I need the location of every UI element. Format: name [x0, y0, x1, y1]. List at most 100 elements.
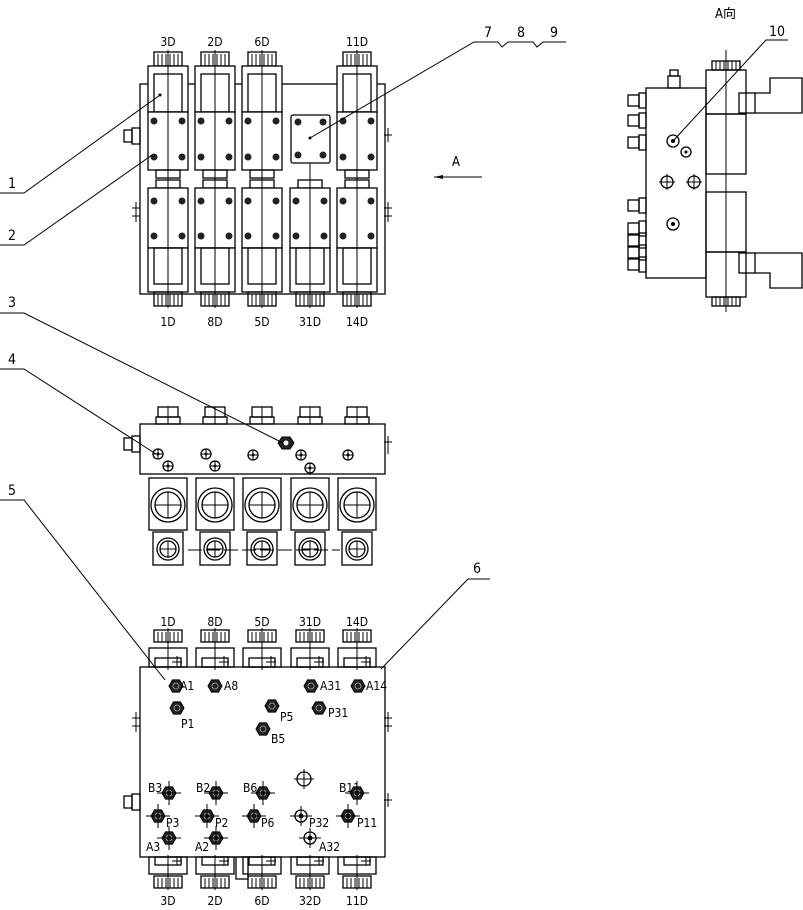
port-p3: P3	[146, 804, 179, 830]
plug-screw	[304, 462, 316, 474]
side-fitting-right	[384, 128, 392, 142]
plug-screw	[295, 449, 307, 461]
valve-station-front	[195, 406, 235, 566]
port-label: P2	[215, 816, 228, 830]
port-label: P6	[261, 816, 275, 830]
port-label: B3	[148, 781, 162, 795]
port-a8: A8	[207, 679, 238, 693]
side-fitting-right-bottom2	[384, 793, 392, 807]
port-label: P1	[181, 717, 194, 731]
view-arrow-a: A	[434, 155, 482, 179]
solenoid-label: 14D	[346, 615, 368, 629]
callout-3: 3	[8, 295, 16, 311]
port-p1: P1	[169, 701, 194, 731]
valve-station-top	[336, 50, 378, 308]
valve-station-front	[242, 406, 282, 566]
view-a-ports	[659, 134, 702, 231]
callout-9: 9	[550, 25, 558, 41]
port-label: P5	[280, 710, 293, 724]
port-label: A2	[195, 840, 209, 854]
port-label: P31	[328, 706, 348, 720]
side-fitting	[627, 256, 647, 273]
solenoid-label: 2D	[207, 35, 222, 49]
port-label: B6	[243, 781, 257, 795]
hex-plug	[277, 436, 295, 450]
connector-top	[337, 628, 377, 670]
port-label: A3	[146, 840, 160, 854]
port-label: A31	[320, 679, 341, 693]
connector-bottom	[290, 855, 330, 890]
port-label: P32	[309, 816, 329, 830]
port-label: A1	[180, 679, 194, 693]
connector-top	[242, 628, 282, 670]
side-fitting	[627, 220, 647, 237]
solenoid-label: 5D	[254, 615, 269, 629]
port-a3: A3	[146, 826, 181, 854]
view-a-body	[645, 87, 707, 279]
port-label: P3	[166, 816, 179, 830]
valve-station-front	[148, 406, 188, 566]
callout-6: 6	[473, 561, 481, 577]
port-label: P11	[357, 816, 377, 830]
port-p2: P2	[195, 804, 228, 830]
solenoid-label: 11D	[346, 894, 368, 908]
ring-port	[294, 769, 314, 789]
manifold-body-front	[139, 423, 386, 475]
solenoid-label: 2D	[207, 894, 222, 908]
solenoid-label: 5D	[254, 315, 269, 329]
port-p31: P31	[311, 701, 348, 720]
view-a-label: A向	[715, 6, 736, 22]
port-label: B5	[271, 732, 285, 746]
valve-station-front	[290, 406, 330, 566]
port-p32: P32	[290, 806, 329, 830]
valve-station-front	[337, 406, 377, 566]
solenoid-label: 8D	[207, 315, 222, 329]
solenoid-label: 14D	[346, 315, 368, 329]
callout-7: 7	[484, 25, 492, 41]
port-label: A32	[319, 840, 340, 854]
side-fitting-left-bottom	[132, 712, 140, 732]
solenoid-label: 31D	[299, 615, 321, 629]
port-a32: A32	[299, 828, 340, 854]
port-p11: P11	[336, 804, 377, 830]
port-b5: B5	[255, 722, 285, 746]
plug-screw	[162, 460, 174, 472]
plug-screw	[152, 448, 164, 460]
view-a-valve-bottom	[705, 191, 803, 307]
plug-screw	[209, 460, 221, 472]
solenoid-label: 3D	[160, 894, 175, 908]
side-fitting-left-bottom2	[123, 793, 141, 811]
view-a: A向	[627, 6, 803, 312]
connector-top	[195, 628, 235, 670]
port-a2: A2	[195, 826, 228, 854]
callout-1: 1	[8, 176, 16, 192]
solenoid-label: 1D	[160, 615, 175, 629]
port-a1: A1	[168, 679, 194, 693]
port-label: B11	[339, 781, 360, 795]
port-b11: B11	[339, 781, 369, 805]
valve-station-top	[194, 50, 236, 308]
solenoid-label: 31D	[299, 315, 321, 329]
valve-station-top	[147, 50, 189, 308]
plug-screw	[247, 449, 259, 461]
valve-station-top	[241, 50, 283, 308]
callout-4: 4	[8, 352, 16, 368]
side-fitting	[627, 92, 647, 109]
port-p5: P5	[264, 699, 293, 724]
side-fitting-left	[123, 127, 141, 145]
solenoid-label: 1D	[160, 315, 175, 329]
valve-station-top	[289, 170, 331, 308]
solenoid-label: 6D	[254, 35, 269, 49]
port-b3: B3	[148, 781, 181, 805]
plug-screw	[200, 448, 212, 460]
solenoid-label: 3D	[160, 35, 175, 49]
leaders: 1 2 3 4 5 6 7 8 9	[0, 25, 566, 681]
side-fitting	[627, 244, 647, 261]
side-fitting-left-lower	[132, 202, 140, 222]
view-arrow-label: A	[452, 155, 460, 170]
side-fitting-right-front	[384, 436, 392, 454]
connector-top	[148, 628, 188, 670]
